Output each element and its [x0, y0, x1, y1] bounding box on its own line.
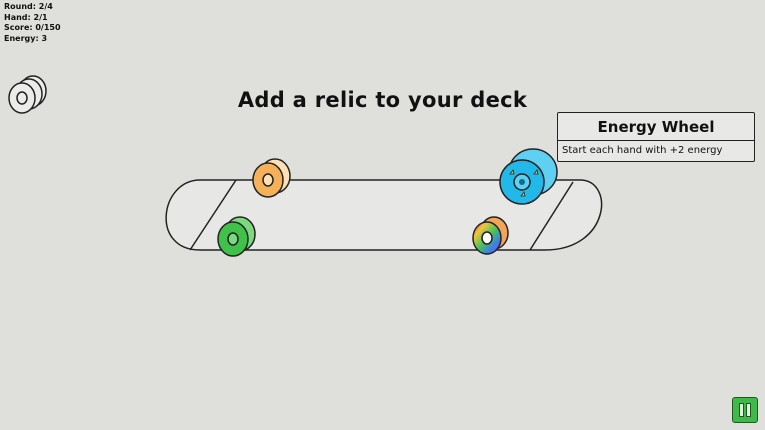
score-counter: Score: 0/150 [4, 23, 61, 32]
relic-tooltip: Energy Wheel Start each hand with +2 ene… [557, 112, 755, 162]
energy-counter: Energy: 3 [4, 33, 48, 43]
wheel-deck-icon[interactable] [4, 74, 48, 118]
energy-wheel-relic[interactable] [499, 148, 558, 205]
hand-counter: Hand: 2/1 [4, 12, 48, 22]
page-title: Add a relic to your deck [237, 88, 528, 112]
tooltip-description: Start each hand with +2 energy [562, 145, 723, 156]
orange-wheel-relic[interactable] [252, 158, 291, 198]
pause-menu-button[interactable] [732, 397, 758, 423]
tooltip-title: Energy Wheel [558, 113, 754, 141]
round-counter: Round: 2/4 [4, 2, 53, 11]
stats-panel: Round: 2/4 Hand: 2/1 Score: 0/150 Energy… [4, 2, 61, 44]
green-wheel-relic[interactable] [217, 216, 256, 257]
rainbow-wheel-relic[interactable] [472, 216, 509, 255]
pause-menu-icon [739, 403, 751, 417]
